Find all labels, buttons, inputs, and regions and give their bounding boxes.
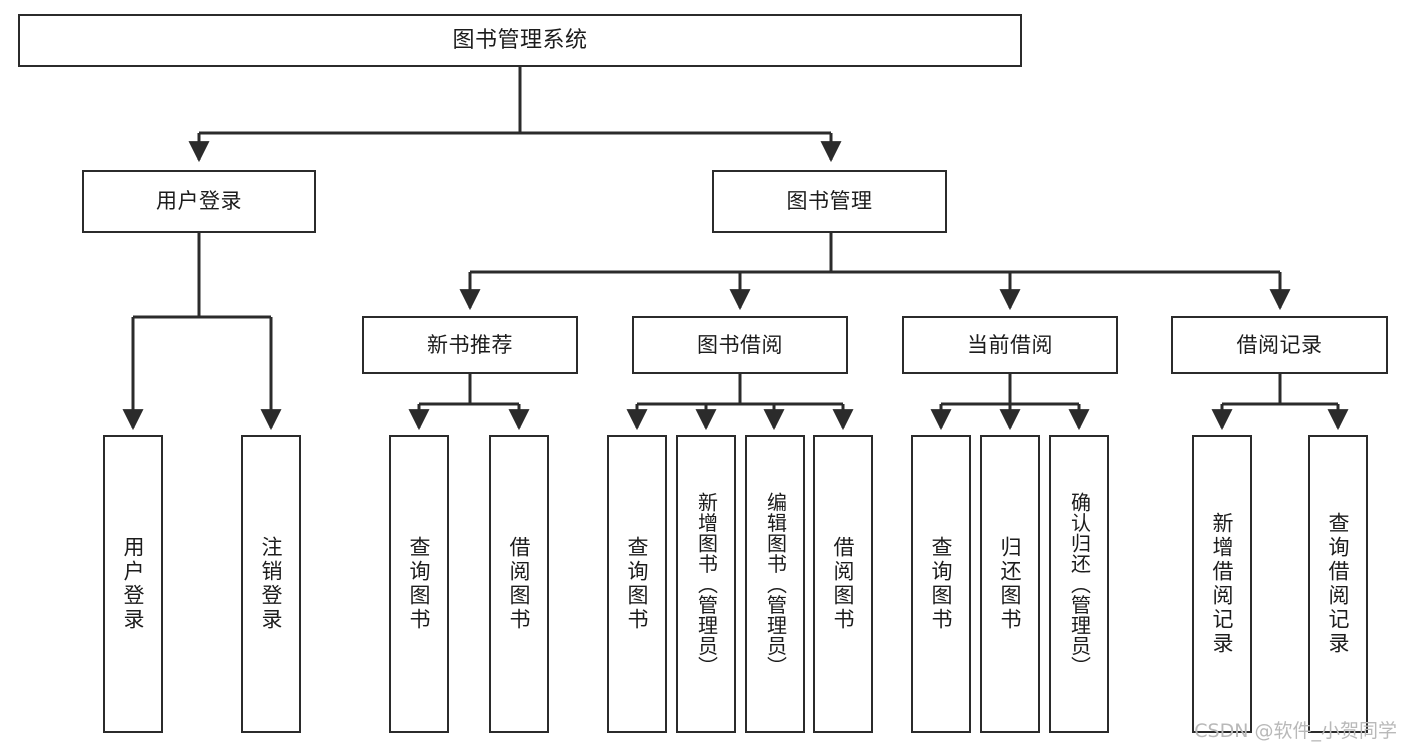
leaf-return-book[interactable]: 归还图书 [980, 435, 1040, 733]
leaf-borrow-book-2-label: 借阅图书 [831, 536, 856, 632]
node-book-borrow[interactable]: 图书借阅 [632, 316, 848, 374]
node-book-manage[interactable]: 图书管理 [712, 170, 947, 233]
leaf-query-book-2-label: 查询图书 [625, 536, 650, 632]
leaf-user-login[interactable]: 用户登录 [103, 435, 163, 733]
leaf-add-book[interactable]: 新增图书（管理员） [676, 435, 736, 733]
leaf-query-record-label: 查询借阅记录 [1326, 512, 1351, 656]
leaf-confirm-return[interactable]: 确认归还（管理员） [1049, 435, 1109, 733]
node-borrow-record[interactable]: 借阅记录 [1171, 316, 1388, 374]
node-borrow-record-label: 借阅记录 [1236, 332, 1323, 357]
leaf-edit-book[interactable]: 编辑图书（管理员） [745, 435, 805, 733]
leaf-borrow-book-1[interactable]: 借阅图书 [489, 435, 549, 733]
leaf-query-book-3[interactable]: 查询图书 [911, 435, 971, 733]
node-book-manage-label: 图书管理 [786, 189, 873, 214]
leaf-add-record-label: 新增借阅记录 [1210, 512, 1235, 656]
leaf-user-login-label: 用户登录 [121, 536, 146, 632]
leaf-user-logout-label: 注销登录 [259, 536, 284, 632]
leaf-borrow-book-2[interactable]: 借阅图书 [813, 435, 873, 733]
watermark: CSDN @软件_小贺同学 [1194, 720, 1397, 742]
leaf-confirm-return-label: 确认归还（管理员） [1067, 491, 1092, 677]
leaf-query-book-2[interactable]: 查询图书 [607, 435, 667, 733]
node-root[interactable]: 图书管理系统 [18, 14, 1022, 67]
leaf-edit-book-label: 编辑图书（管理员） [763, 491, 788, 677]
node-current-borrow[interactable]: 当前借阅 [902, 316, 1118, 374]
leaf-query-book-1-label: 查询图书 [407, 536, 432, 632]
node-root-label: 图书管理系统 [452, 27, 588, 53]
leaf-return-book-label: 归还图书 [998, 536, 1023, 632]
node-book-borrow-label: 图书借阅 [697, 332, 783, 357]
leaf-user-logout[interactable]: 注销登录 [241, 435, 301, 733]
node-current-borrow-label: 当前借阅 [967, 332, 1053, 357]
node-user-login[interactable]: 用户登录 [82, 170, 316, 233]
node-user-login-label: 用户登录 [156, 189, 242, 214]
node-new-book-recommend-label: 新书推荐 [427, 332, 513, 357]
leaf-add-book-label: 新增图书（管理员） [694, 491, 719, 677]
leaf-query-book-3-label: 查询图书 [929, 536, 954, 632]
leaf-query-record[interactable]: 查询借阅记录 [1308, 435, 1368, 733]
leaf-add-record[interactable]: 新增借阅记录 [1192, 435, 1252, 733]
leaf-borrow-book-1-label: 借阅图书 [507, 536, 532, 632]
node-new-book-recommend[interactable]: 新书推荐 [362, 316, 578, 374]
leaf-query-book-1[interactable]: 查询图书 [389, 435, 449, 733]
